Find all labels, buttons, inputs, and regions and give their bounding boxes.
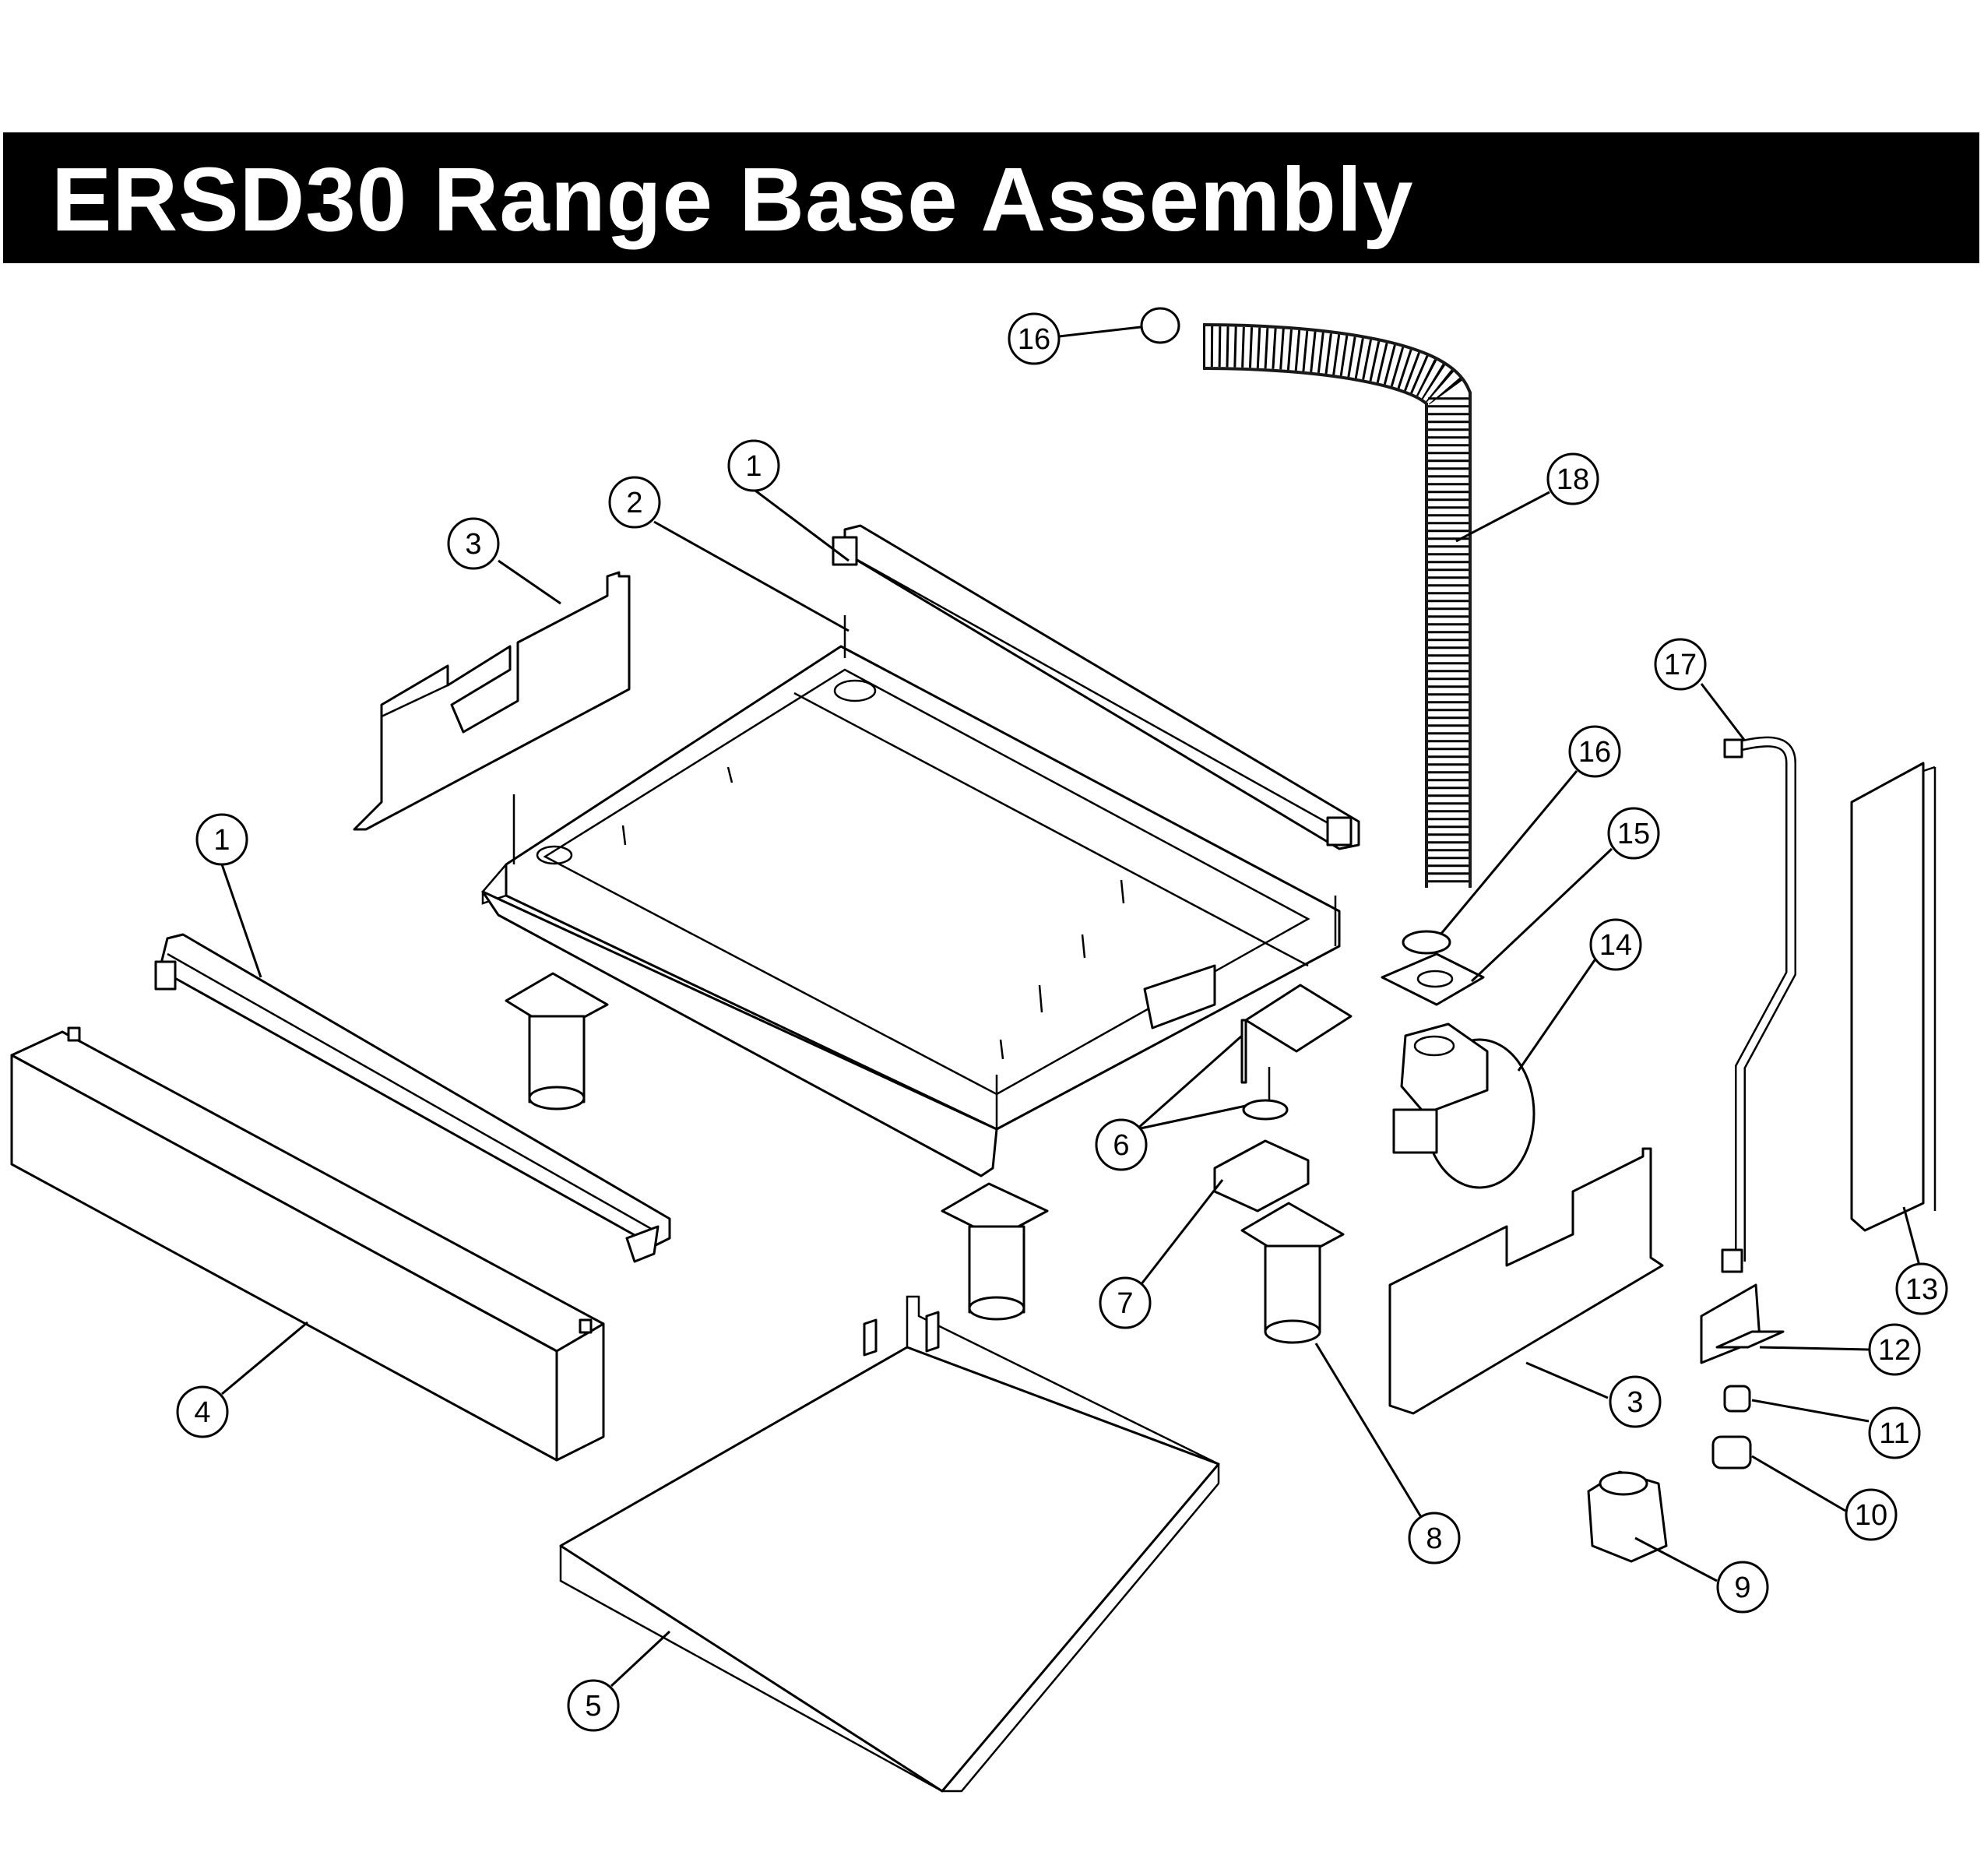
callout-label: 4 xyxy=(194,1396,210,1429)
callout-label: 5 xyxy=(585,1690,601,1723)
callout-label: 12 xyxy=(1878,1334,1911,1367)
callout-14: 14 xyxy=(1517,918,1642,1072)
part-bracket xyxy=(1213,1139,1310,1213)
callout-label: 15 xyxy=(1617,818,1650,850)
page-title: ERSD30 Range Base Assembly xyxy=(51,149,1414,250)
callout-9: 9 xyxy=(1634,1536,1769,1614)
callout-3b: 3 xyxy=(1525,1361,1662,1428)
callout-13: 13 xyxy=(1895,1206,1948,1315)
callout-label: 1 xyxy=(745,450,762,483)
part-side-rail-top xyxy=(832,524,1360,850)
part-elbow xyxy=(1711,1435,1752,1469)
callout-label: 7 xyxy=(1117,1287,1133,1320)
callout-label: 17 xyxy=(1664,649,1697,681)
part-side-rail-front xyxy=(154,933,671,1263)
callout-16a: 16 xyxy=(1008,312,1142,365)
part-kick-panel xyxy=(10,1026,605,1462)
callout-label: 1 xyxy=(213,824,230,857)
part-base-frame xyxy=(481,615,1341,1177)
callout-label: 16 xyxy=(1578,736,1611,769)
part-leg-left xyxy=(505,972,609,1110)
part-leveling-leg xyxy=(1240,984,1353,1121)
callout-2: 2 xyxy=(608,476,850,632)
callout-18: 18 xyxy=(1455,452,1599,543)
callout-label: 10 xyxy=(1855,1499,1887,1532)
callout-6: 6 xyxy=(1095,1034,1247,1171)
callout-label: 3 xyxy=(1627,1386,1643,1419)
part-bottom-tray xyxy=(559,1295,1220,1793)
callout-5: 5 xyxy=(567,1630,671,1732)
part-leg-right xyxy=(1240,1202,1345,1344)
part-gas-valve xyxy=(1587,1470,1668,1563)
callout-15: 15 xyxy=(1470,807,1660,983)
part-valve-bracket xyxy=(1700,1283,1785,1364)
callout-10: 10 xyxy=(1751,1455,1898,1541)
callout-8: 8 xyxy=(1314,1343,1461,1565)
part-side-panel-left xyxy=(353,571,631,831)
callout-label: 11 xyxy=(1879,1417,1909,1450)
callout-1b: 1 xyxy=(195,813,262,978)
part-blower-assembly xyxy=(1381,930,1535,1189)
callout-1a: 1 xyxy=(727,439,850,562)
part-gas-tube xyxy=(1721,736,1796,1273)
callout-label: 14 xyxy=(1599,929,1632,962)
callout-label: 13 xyxy=(1905,1273,1938,1306)
callout-label: 3 xyxy=(465,528,481,561)
part-hose-clamp-top xyxy=(1140,307,1180,344)
callout-label: 16 xyxy=(1018,323,1050,356)
part-leg-center xyxy=(941,1182,1049,1321)
callout-label: 8 xyxy=(1426,1522,1442,1555)
callout-16b: 16 xyxy=(1439,725,1621,935)
part-side-panel-right xyxy=(1388,1147,1664,1415)
title-bar: ERSD30 Range Base Assembly xyxy=(3,132,1979,263)
callout-label: 18 xyxy=(1557,463,1589,496)
callout-3a: 3 xyxy=(447,517,561,605)
part-side-trim xyxy=(1850,762,1937,1232)
callout-label: 2 xyxy=(626,487,642,519)
callout-11: 11 xyxy=(1751,1399,1921,1459)
callout-12: 12 xyxy=(1759,1323,1921,1376)
callout-label: 6 xyxy=(1113,1129,1129,1162)
callout-17: 17 xyxy=(1654,638,1746,741)
callout-4: 4 xyxy=(176,1321,308,1438)
callout-7: 7 xyxy=(1099,1179,1224,1329)
part-flex-duct xyxy=(1202,323,1472,888)
callout-label: 9 xyxy=(1734,1572,1750,1604)
part-fitting xyxy=(1723,1385,1751,1413)
